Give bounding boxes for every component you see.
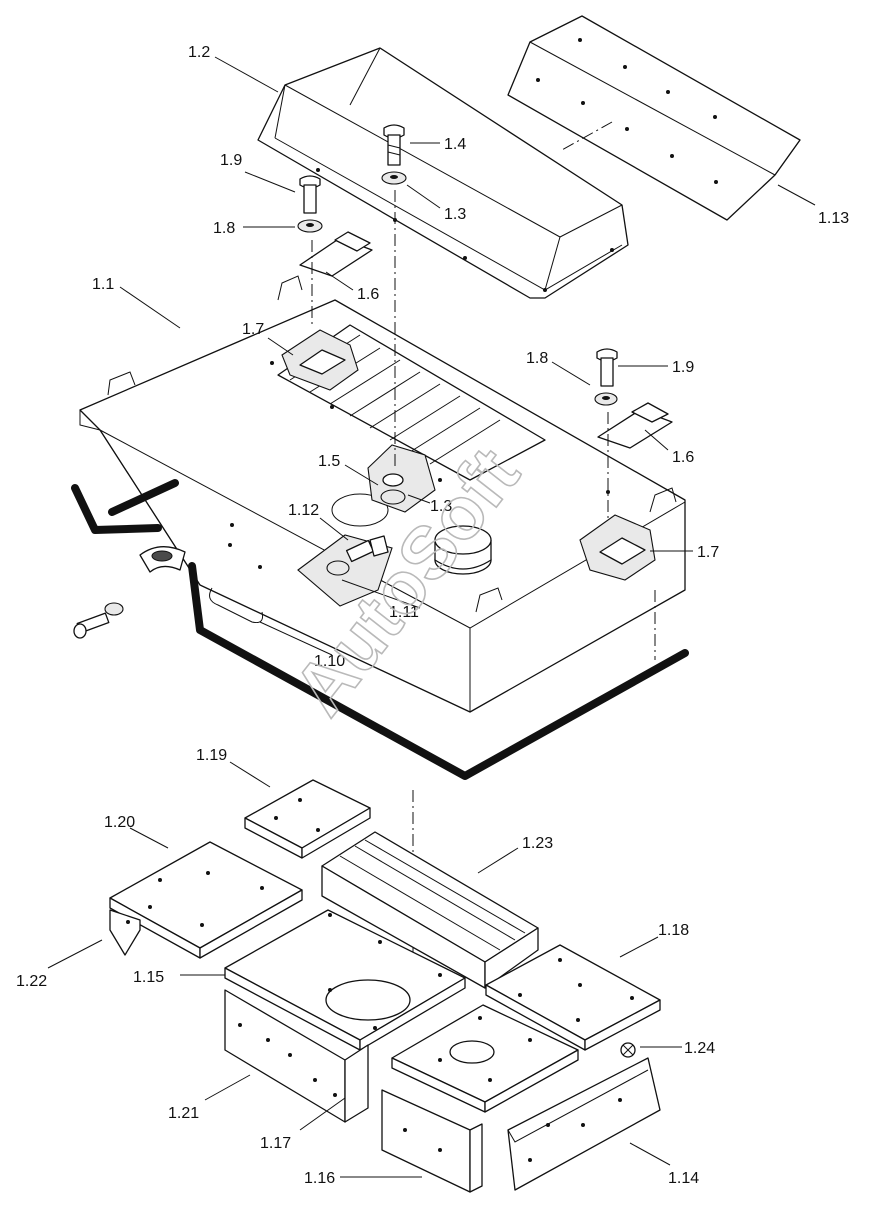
part-1-19-plate [244,779,371,859]
screw-1-24 [620,1042,636,1058]
frame-outline-3 [188,562,689,780]
callout-1-18: 1.18 [658,922,689,939]
washer-1-3-upper [381,171,407,185]
callout-1-14: 1.14 [668,1170,699,1187]
callout-1-13: 1.13 [818,210,849,227]
bolt-1-9-right [596,348,618,387]
callout-1-8-left: 1.8 [213,220,235,237]
bolt-1-4 [383,124,405,166]
callout-1-23: 1.23 [522,835,553,852]
part-1-23-separators [321,831,539,989]
part-1-14-side-plate [507,1057,661,1191]
callout-1-20: 1.20 [104,814,135,831]
washer-1-8-left [297,219,323,233]
callout-1-7-right: 1.7 [697,544,719,561]
hinge-1-6-right [597,402,673,449]
washer-1-8-right [594,392,618,406]
callout-1-6-right: 1.6 [672,449,694,466]
callout-1-3-upper: 1.3 [444,206,466,223]
callout-1-9-right: 1.9 [672,359,694,376]
part-1-2-top-cover [257,47,629,299]
part-1-20-plate [109,841,303,959]
callout-1-1: 1.1 [92,276,114,293]
callout-1-8-right: 1.8 [526,350,548,367]
callout-1-5: 1.5 [318,453,340,470]
part-1-15-plate [224,909,466,1051]
callout-1-19: 1.19 [196,747,227,764]
callout-1-7-left: 1.7 [242,321,264,338]
callout-1-17: 1.17 [260,1135,291,1152]
callout-1-16: 1.16 [304,1170,335,1187]
hinge-1-6-left [299,231,373,277]
part-1-18-plate [485,944,661,1051]
bolt-1-9-left [299,175,321,214]
part-1-16-side-plate [381,1089,483,1193]
callout-1-11: 1.11 [389,604,419,621]
bracket-and-bolt-left [73,546,186,639]
part-1-22-bracket [109,909,141,956]
callout-1-10: 1.10 [314,653,345,670]
frame-outline [108,479,179,516]
callout-labels: 1.2 1.4 1.3 1.9 1.8 1.6 1.1 1.7 1.8 1.9 … [16,44,849,1187]
frame-outline-2 [71,484,162,534]
part-1-13-angled-plate [507,15,801,221]
part-1-21-side-plate [224,989,369,1123]
callout-1-9-left: 1.9 [220,152,242,169]
callout-1-3-lower: 1.3 [430,498,452,515]
callout-1-21: 1.21 [168,1105,199,1122]
leader-lines [47,56,816,1178]
callout-1-2: 1.2 [188,44,210,61]
part-1-17-plate [391,1004,579,1113]
callout-1-24: 1.24 [684,1040,715,1057]
callout-1-6-left: 1.6 [357,286,379,303]
callout-1-22: 1.22 [16,973,47,990]
callout-1-4: 1.4 [444,136,466,153]
part-1-1-battery-box [79,275,686,713]
callout-1-12: 1.12 [288,502,319,519]
callout-1-15: 1.15 [133,969,164,986]
